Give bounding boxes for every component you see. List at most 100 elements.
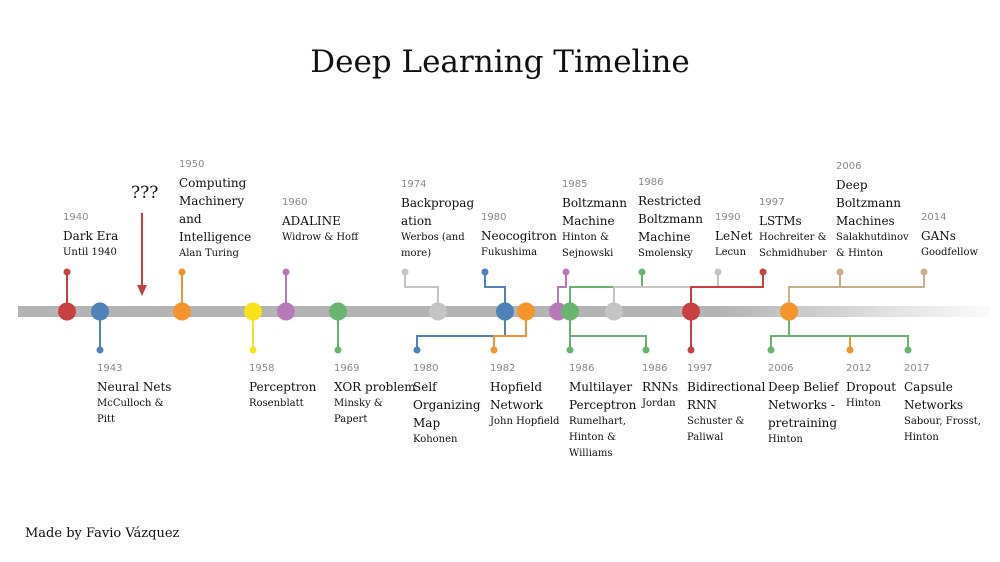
connector-neocogitron	[484, 272, 506, 311]
event-authors: Rumelhart, Hinton & Williams	[569, 416, 626, 459]
event-year: 1943	[97, 363, 123, 374]
event-year: 2006	[836, 161, 862, 172]
event-authors: Hinton	[768, 434, 803, 445]
end-dot-backpropagation	[401, 268, 409, 276]
event-name: Restricted Boltzmann Machine	[638, 194, 704, 244]
event-authors: John Hopfield	[490, 416, 560, 427]
end-dot-deep-boltzmann-machines	[836, 268, 844, 276]
event-name: Hopfield Network	[490, 380, 543, 412]
event-authors: Fukushima	[481, 247, 538, 258]
end-dot-deep-belief-networks-pretraining	[767, 346, 775, 354]
event-authors: Goodfellow	[921, 247, 979, 258]
end-dot-dark-era	[63, 268, 71, 276]
end-dot-capsule-networks	[904, 346, 912, 354]
event-authors: Hinton	[846, 398, 881, 409]
event-year: 1974	[401, 179, 427, 190]
connector-lstms	[690, 272, 764, 311]
axis-marker-backpropagation	[429, 302, 447, 321]
connector-hopfield-network	[493, 311, 527, 350]
event-year: 1940	[63, 212, 89, 223]
axis-marker-perceptron	[244, 302, 262, 321]
event-year: 1986	[642, 363, 668, 374]
event-authors: Until 1940	[63, 247, 117, 258]
event-authors: Sabour, Frosst, Hinton	[904, 416, 981, 443]
event-name: Neocogitron	[481, 229, 557, 243]
event-year: 1985	[562, 179, 588, 190]
event-authors: Smolensky	[638, 248, 693, 259]
event-year: 1990	[715, 212, 741, 223]
event-name: XOR problem	[334, 380, 416, 394]
end-dot-computing-machinery-and-intelligence	[178, 268, 186, 276]
event-authors: Werbos (and more)	[401, 232, 465, 259]
event-authors: Alan Turing	[179, 248, 239, 259]
connector-rnns	[569, 311, 647, 350]
event-name: LeNet	[715, 229, 753, 243]
end-dot-adaline	[282, 268, 290, 276]
event-year: 1969	[334, 363, 360, 374]
event-name: Multilayer Perceptron	[569, 380, 637, 412]
event-name: Deep Boltzmann Machines	[836, 178, 902, 228]
end-dot-boltzmann-machine	[562, 268, 570, 276]
event-authors: Rosenblatt	[249, 398, 304, 409]
event-year: 1997	[687, 363, 713, 374]
end-dot-rnns	[642, 346, 650, 354]
connector-gans	[788, 272, 925, 311]
event-year: 2006	[768, 363, 794, 374]
end-dot-lstms	[759, 268, 767, 276]
end-dot-dropout	[846, 346, 854, 354]
end-dot-hopfield-network	[490, 346, 498, 354]
event-authors: Widrow & Hoff	[282, 232, 359, 243]
event-year: 1980	[481, 212, 507, 223]
event-name: Backpropagation	[401, 196, 475, 228]
event-name: Computing Machinery and Intelligence	[179, 176, 252, 244]
end-dot-lenet	[714, 268, 722, 276]
event-year: 1986	[638, 177, 664, 188]
diagram-title: Deep Learning Timeline	[310, 44, 690, 80]
axis-marker-computing-machinery-and-intelligence	[173, 302, 191, 321]
event-year: 2012	[846, 363, 872, 374]
event-year: 1982	[490, 363, 516, 374]
event-name: Self Organizing Map	[413, 380, 481, 430]
event-authors: McCulloch & Pitt	[97, 398, 164, 425]
event-year: 1950	[179, 159, 205, 170]
question-marks: ???	[131, 183, 159, 203]
event-name: GANs	[921, 229, 956, 243]
event-name: Dropout	[846, 380, 897, 394]
event-year: 1997	[759, 197, 785, 208]
axis-marker-lenet	[605, 302, 623, 321]
end-dot-bidirectional-rnn	[687, 346, 695, 354]
event-year: 2014	[921, 212, 947, 223]
event-authors: Hochreiter & Schmidhuber	[759, 232, 827, 259]
end-dot-gans	[920, 268, 928, 276]
event-year: 1986	[569, 363, 595, 374]
connector-backpropagation	[404, 272, 439, 311]
axis-marker-restricted-boltzmann-machine	[561, 302, 579, 321]
end-dot-xor-problem	[334, 346, 342, 354]
connector-restricted-boltzmann-machine	[569, 272, 643, 311]
end-dot-multilayer-perceptron	[566, 346, 574, 354]
event-name: Deep Belief Networks - pretraining	[768, 380, 839, 430]
axis-marker-xor-problem	[329, 302, 347, 321]
event-year: 2017	[904, 363, 930, 374]
event-year: 1958	[249, 363, 275, 374]
author-credit: Made by Favio Vázquez	[25, 526, 180, 541]
event-authors: Hinton & Sejnowski	[562, 232, 614, 259]
event-name: Capsule Networks	[904, 380, 964, 412]
event-year: 1960	[282, 197, 308, 208]
event-name: LSTMs	[759, 214, 802, 228]
